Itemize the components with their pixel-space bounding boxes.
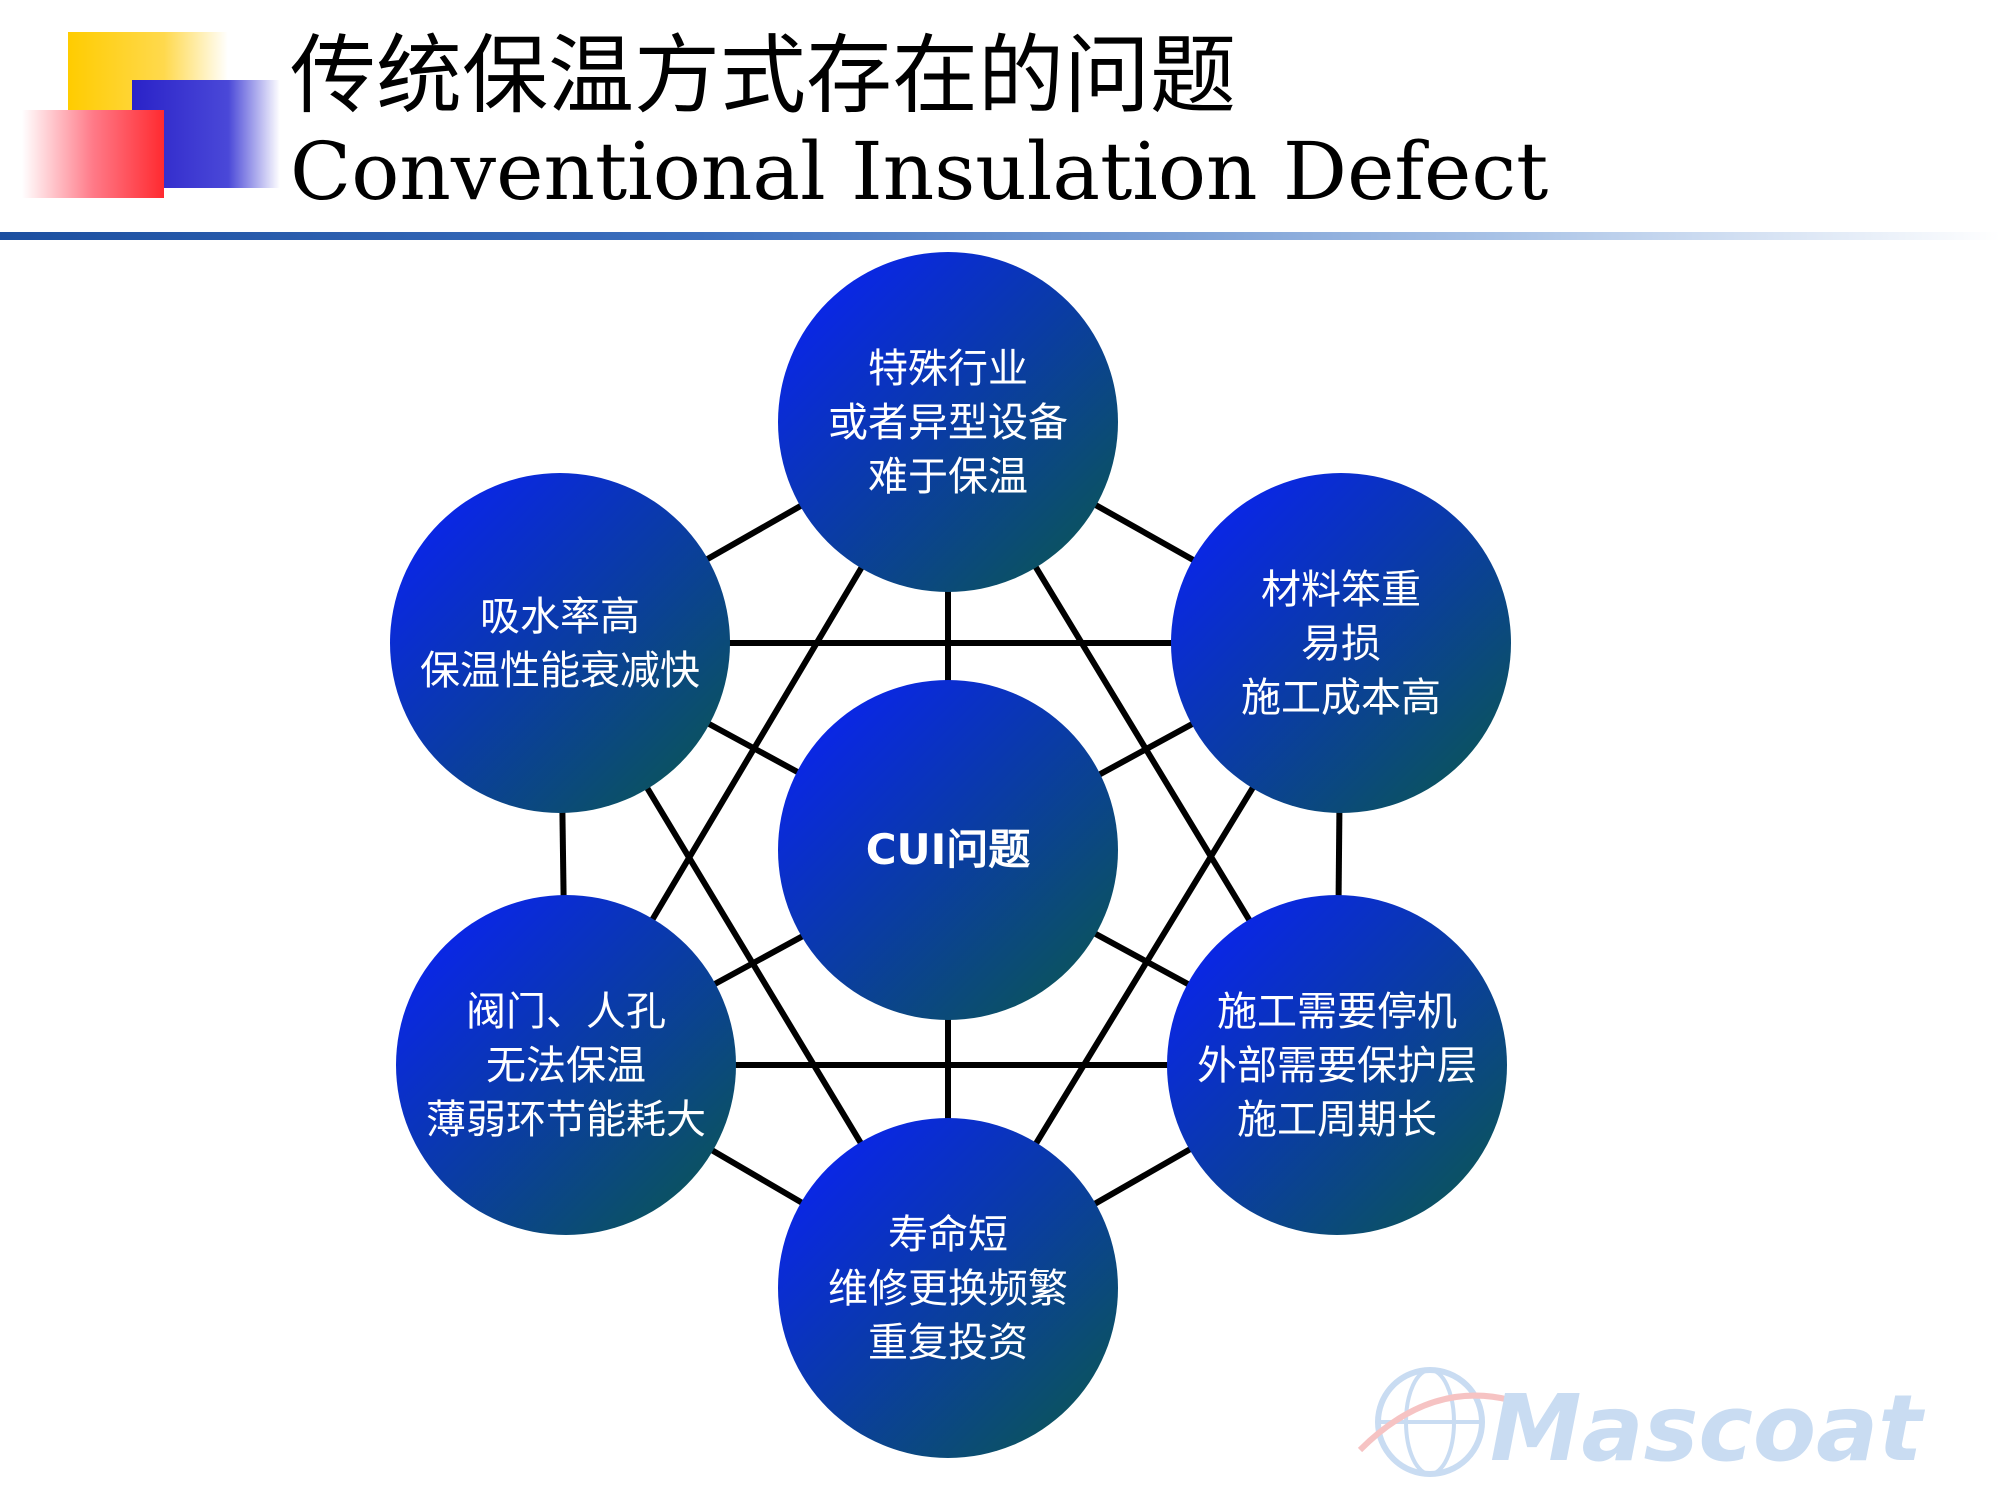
header-divider bbox=[0, 232, 2000, 240]
center-circle bbox=[778, 680, 1118, 1020]
upper-right-circle bbox=[1171, 473, 1511, 813]
logo-block-red bbox=[22, 110, 164, 198]
globe-icon bbox=[1357, 1367, 1511, 1477]
lower-left-label-line: 薄弱环节能耗大 bbox=[426, 1097, 706, 1143]
page-title-english: Conventional Insulation Defect bbox=[290, 125, 1549, 218]
bottom-circle bbox=[778, 1118, 1118, 1458]
top-circle bbox=[778, 252, 1118, 592]
upper-left-circle bbox=[390, 473, 730, 813]
upper-right-label-line: 施工成本高 bbox=[1241, 675, 1441, 721]
top-label-line: 特殊行业 bbox=[868, 346, 1028, 392]
mascoat-logo: Mascoat bbox=[1357, 1367, 1925, 1480]
brand-name: Mascoat bbox=[1490, 1375, 1925, 1480]
upper-left-label-line: 吸水率高 bbox=[480, 594, 640, 640]
page-title-chinese: 传统保温方式存在的问题 bbox=[290, 26, 1236, 126]
upper-right-label-line: 材料笨重 bbox=[1261, 567, 1421, 613]
upper-left-label-line: 保温性能衰减快 bbox=[420, 648, 700, 694]
lower-right-label-line: 外部需要保护层 bbox=[1197, 1043, 1477, 1089]
bottom-label-line: 重复投资 bbox=[868, 1320, 1028, 1366]
top-label-line: 或者异型设备 bbox=[828, 400, 1068, 446]
lower-left-label-line: 无法保温 bbox=[486, 1043, 646, 1089]
upper-right-label-line: 易损 bbox=[1301, 621, 1381, 667]
center-node: CUI问题 bbox=[778, 680, 1118, 1020]
bottom-label-line: 维修更换频繁 bbox=[828, 1266, 1068, 1312]
lower-right-circle bbox=[1167, 895, 1507, 1235]
lower-right-label-line: 施工需要停机 bbox=[1217, 989, 1457, 1035]
diagram-nodes: 特殊行业或者异型设备难于保温材料笨重易损施工成本高施工需要停机外部需要保护层施工… bbox=[390, 252, 1511, 1458]
bottom-label-line: 寿命短 bbox=[888, 1212, 1008, 1258]
top-label-line: 难于保温 bbox=[868, 454, 1028, 500]
lower-left-circle bbox=[396, 895, 736, 1235]
lower-right-label-line: 施工周期长 bbox=[1237, 1097, 1437, 1143]
center-label-line: CUI问题 bbox=[866, 825, 1031, 874]
lower-left-label-line: 阀门、人孔 bbox=[466, 989, 666, 1035]
